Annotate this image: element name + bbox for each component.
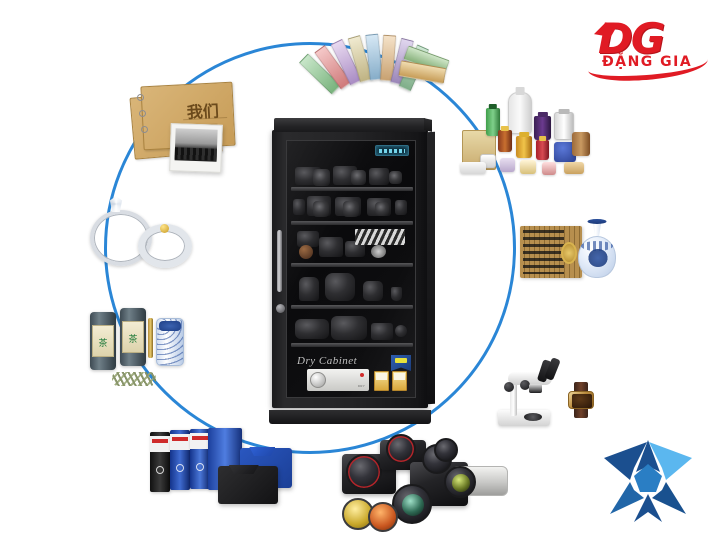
camera-lens-1 — [346, 454, 382, 490]
documents-files-item[interactable] — [146, 424, 294, 516]
dry-cabinet[interactable]: DRY Dry Cabinet — [269, 118, 435, 424]
camera-lens-4 — [434, 438, 458, 462]
shelf-1 — [291, 187, 413, 191]
porcelain-vase — [578, 219, 616, 278]
archive-binder-blue-2 — [190, 429, 210, 489]
document-folder-black — [218, 466, 278, 504]
shelf-3 — [291, 263, 413, 267]
telephoto-front-element — [444, 466, 476, 498]
film-box-2 — [392, 371, 407, 391]
blue-star-logo[interactable] — [600, 436, 696, 524]
tea-scoop — [148, 318, 153, 358]
archive-binder-black — [150, 432, 170, 492]
cabinet-top-panel — [274, 118, 426, 132]
wide-angle-lens — [392, 484, 432, 524]
door-lock-button[interactable] — [276, 304, 285, 313]
power-led — [360, 373, 364, 377]
dehumidifier-control-unit[interactable]: DRY — [307, 369, 369, 391]
wristwatch — [568, 382, 594, 418]
microscope — [498, 356, 561, 426]
shelf-2 — [291, 221, 413, 225]
door-handle[interactable] — [277, 230, 282, 292]
banknotes-item[interactable] — [298, 33, 450, 102]
shelf-3-contents — [293, 227, 411, 261]
cabinet-side-panel — [427, 131, 435, 405]
gold-accent-gem — [160, 224, 169, 233]
porcelain-tea-caddy — [156, 318, 184, 366]
tea-canister-2 — [120, 308, 146, 366]
shelf-1-contents — [293, 163, 411, 187]
five-point-chevron-star-icon — [604, 440, 692, 522]
album-binder-ring — [137, 94, 144, 101]
control-unit-text: DRY — [357, 384, 365, 388]
energy-efficiency-label — [391, 355, 411, 371]
orange-filter — [368, 502, 398, 532]
shelf-5 — [291, 343, 413, 347]
humidity-display[interactable] — [375, 145, 409, 156]
tea-canister-1 — [90, 312, 116, 370]
photograph — [169, 123, 223, 173]
camera-equipment-item[interactable] — [336, 432, 516, 536]
album-binder-ring — [139, 110, 146, 117]
jewelry-item[interactable] — [82, 190, 202, 276]
loose-tea-leaves — [112, 372, 156, 386]
humidity-control-knob[interactable] — [310, 372, 326, 388]
optical-instruments-item[interactable] — [498, 336, 608, 428]
shelf-5-contents — [293, 311, 411, 341]
cabinet-base — [269, 410, 431, 424]
diamond-gem — [109, 196, 123, 212]
cabinet-glass-door[interactable]: DRY Dry Cabinet — [286, 140, 416, 398]
film-box-1 — [374, 371, 389, 391]
bamboo-scroll — [520, 226, 582, 278]
dang-gia-logo[interactable]: DG ĐẶNG GIA — [584, 10, 712, 84]
photo-album-item[interactable]: 我们 — [128, 78, 258, 188]
tea-storage-item[interactable] — [88, 300, 208, 404]
shelf-4-contents — [293, 269, 411, 303]
shelf-4 — [291, 305, 413, 309]
album-binder-ring — [141, 126, 148, 133]
shelf-2-contents — [293, 193, 411, 219]
camera-lens-2 — [386, 434, 416, 464]
cosmetics-medicine-item[interactable] — [458, 87, 592, 196]
dry-cabinet-logo-text: Dry Cabinet — [297, 355, 358, 367]
archive-binder-blue-1 — [170, 430, 190, 490]
antiques-item[interactable] — [520, 212, 648, 300]
logo-sub-text: ĐẶNG GIA — [602, 54, 693, 70]
